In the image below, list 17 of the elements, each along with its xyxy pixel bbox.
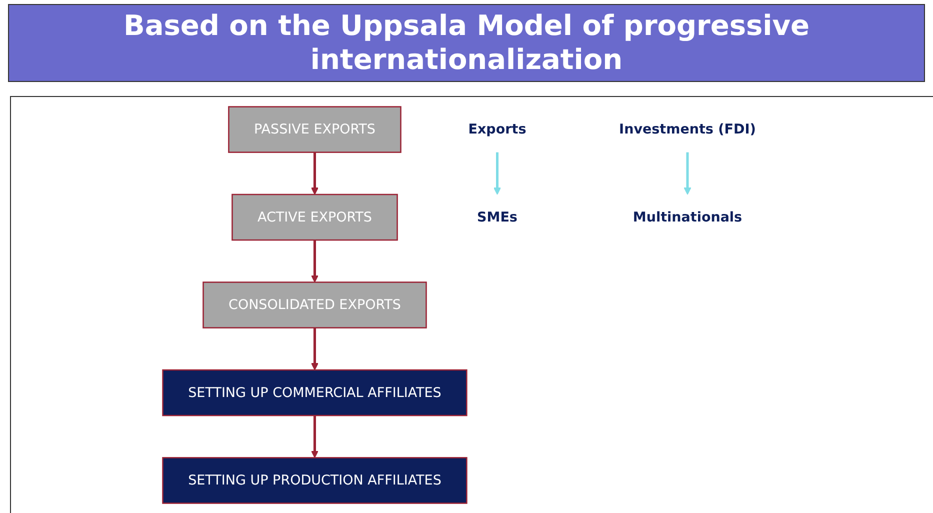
node-box [162,369,468,416]
arrow [311,416,318,458]
arrow [311,240,318,283]
node-box [202,282,427,328]
node-text: Exports [468,121,526,138]
node-text: Investments (FDI) [619,121,756,138]
title-banner: Based on the Uppsala Model of progressive internationalization [8,4,925,82]
node-box [228,106,402,153]
node-box [162,457,468,504]
node-text: SMEs [477,208,518,225]
node-box [232,194,398,241]
flowchart: PASSIVE EXPORTS ACTIVE EXPORTS CONSOLIDATED EXPORTS SETTING UP COMMERCIAL AFFILIATES SETTING UP PRODUCTION AFFILIATES Exports SMEs Investments (FDI) Multinationals [11,100,933,510]
arrow [684,152,692,195]
arrow [311,328,318,370]
node-text: Multinationals [632,208,742,225]
arrow [311,152,318,195]
arrow [494,152,501,195]
